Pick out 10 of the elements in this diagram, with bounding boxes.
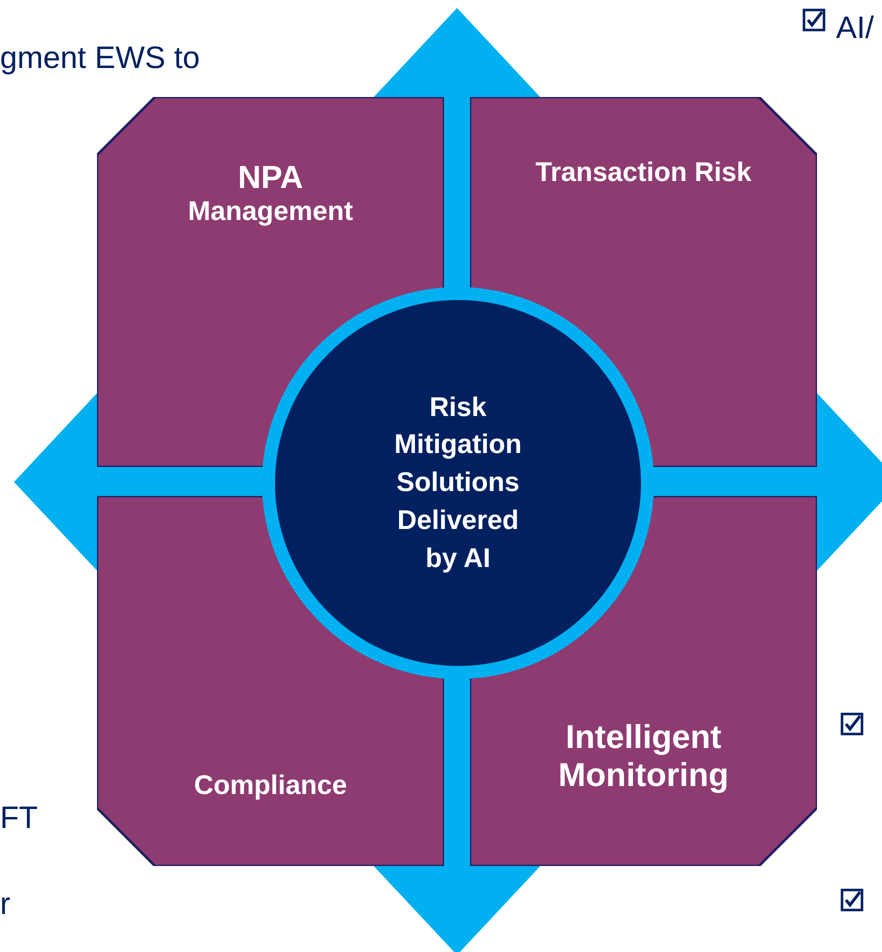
slide-text-fragment: gment EWS to bbox=[0, 40, 200, 76]
quadrant-title: Intelligent Monitoring bbox=[557, 718, 730, 794]
slide-text-fragment: AI/ bbox=[836, 10, 874, 46]
slide-text-fragment: r bbox=[0, 886, 10, 922]
quadrant-title: Transaction Risk bbox=[535, 157, 752, 188]
quadrant-title: Management bbox=[188, 196, 354, 227]
quadrant-title: NPA bbox=[238, 159, 304, 196]
slide-text-fragment: FT bbox=[0, 800, 38, 836]
center-title: Risk Mitigation Solutions Delivered by AI bbox=[393, 390, 523, 575]
quadrant-title: Compliance bbox=[194, 770, 348, 802]
